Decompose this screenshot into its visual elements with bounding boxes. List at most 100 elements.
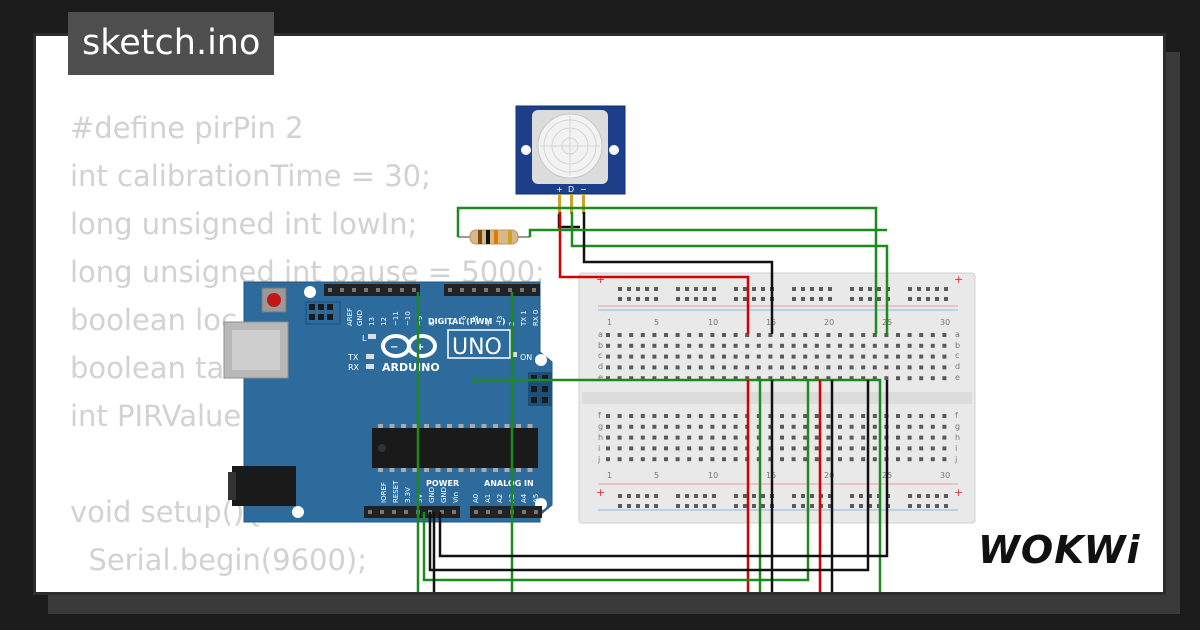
pin-label: A5 bbox=[532, 494, 540, 503]
pin-label: Vin bbox=[452, 492, 460, 503]
row-letter: f bbox=[598, 411, 601, 420]
svg-text:+: + bbox=[416, 342, 424, 353]
mount-hole bbox=[292, 506, 304, 518]
pin-label: A0 bbox=[472, 494, 480, 503]
col-number: 10 bbox=[708, 471, 718, 480]
digital-header-label: DIGITAL (PWM ~) bbox=[428, 317, 506, 326]
led-rx-label: RX bbox=[348, 363, 360, 372]
wire-rail-green bbox=[472, 378, 882, 592]
row-letter: j bbox=[954, 455, 957, 464]
row-letter: a bbox=[955, 330, 960, 339]
pin-label: GND bbox=[356, 310, 364, 326]
led-tx-label: TX bbox=[347, 353, 359, 362]
power-jack bbox=[232, 466, 296, 506]
wokwi-logo: WOKWi bbox=[978, 528, 1141, 572]
row-letter: j bbox=[597, 455, 600, 464]
row-letter: i bbox=[598, 444, 600, 453]
power-header-label: POWER bbox=[426, 479, 459, 488]
row-letter: f bbox=[955, 411, 958, 420]
digital-header-left bbox=[324, 284, 420, 296]
breadboard: + + + + 1 5 10 15 20 25 30 1 5 10 15 20 … bbox=[578, 272, 976, 524]
row-letter: c bbox=[598, 351, 602, 360]
pin-label: IOREF bbox=[380, 482, 388, 503]
pin-label: GND bbox=[428, 487, 436, 503]
col-number: 20 bbox=[824, 318, 834, 327]
row-letter: c bbox=[955, 351, 959, 360]
row-letter: h bbox=[598, 433, 603, 442]
wires bbox=[416, 206, 889, 592]
code-line: pinMode(pirPin, INPUT); bbox=[70, 584, 545, 592]
on-led-label: ON bbox=[520, 353, 532, 362]
code-line: boolean loc bbox=[70, 303, 237, 337]
power-header bbox=[364, 506, 460, 518]
pin-label: 13 bbox=[368, 317, 376, 326]
row-letter: b bbox=[598, 341, 603, 350]
analog-header bbox=[470, 506, 542, 518]
pin-label: TX 1 bbox=[520, 310, 528, 327]
pin-label: 5V bbox=[416, 494, 424, 503]
pin-label: ~6 bbox=[460, 315, 468, 326]
analog-header-label: ANALOG IN bbox=[484, 479, 534, 488]
col-number: 20 bbox=[824, 471, 834, 480]
pin-label: ~3 bbox=[496, 316, 504, 326]
row-letter: i bbox=[955, 444, 957, 453]
pin-label: 8 bbox=[428, 322, 436, 326]
pin-label: A2 bbox=[496, 494, 504, 503]
atmega-chip bbox=[372, 428, 538, 468]
row-letter: a bbox=[598, 330, 603, 339]
pin-label: 12 bbox=[380, 317, 388, 326]
wire-resistor-signal bbox=[528, 228, 887, 237]
arduino-infinity-logo-icon bbox=[381, 334, 437, 358]
pin-label: A4 bbox=[520, 493, 528, 503]
pin-label: GND bbox=[440, 487, 448, 503]
col-number: 1 bbox=[607, 318, 612, 327]
mount-hole bbox=[535, 354, 547, 366]
svg-text:−: − bbox=[390, 342, 398, 353]
wire-pir-gnd bbox=[582, 212, 774, 334]
row-letter: g bbox=[598, 422, 603, 431]
pin-label: AREF bbox=[346, 308, 354, 326]
pir-pin-label: − bbox=[580, 185, 587, 194]
code-line: #define pirPin 2 bbox=[70, 111, 304, 145]
rail-plus-label: + bbox=[954, 273, 963, 286]
code-line: boolean ta bbox=[70, 351, 225, 385]
reset-button-cap bbox=[267, 293, 281, 307]
row-letter: e bbox=[955, 373, 960, 382]
rail-plus-label: + bbox=[596, 273, 605, 286]
code-line: int calibrationTime = 30; bbox=[70, 159, 431, 193]
pin-label: ~10 bbox=[404, 311, 412, 326]
arduino-uno-board: AREF GND 13 12 ~11 ~10 ~9 8 7 ~6 ~5 4 ~3… bbox=[223, 281, 553, 523]
pin-label: RX 0 bbox=[532, 310, 540, 326]
wire-pir-vcc bbox=[558, 212, 750, 334]
code-line: int PIRValue bbox=[70, 399, 242, 433]
pin-label: ~9 bbox=[416, 316, 424, 326]
row-letter: e bbox=[598, 373, 603, 382]
pin-label: RESET bbox=[392, 480, 400, 503]
pir-pin-label: D bbox=[568, 185, 574, 194]
pin-label: 7 bbox=[448, 322, 456, 326]
row-letter: h bbox=[955, 433, 960, 442]
row-letter: b bbox=[955, 341, 960, 350]
code-line: void setup(){ bbox=[70, 495, 263, 529]
wire-5v bbox=[422, 380, 810, 582]
code-line: long unsigned int lowIn; bbox=[70, 207, 418, 241]
mount-hole bbox=[304, 286, 316, 298]
pir-sensor: + D − bbox=[515, 105, 626, 214]
pin-label: ~11 bbox=[392, 311, 400, 326]
col-number: 30 bbox=[940, 471, 950, 480]
digital-header-right bbox=[444, 284, 540, 296]
chip-pins bbox=[378, 424, 533, 472]
col-number: 5 bbox=[654, 471, 659, 480]
wire-resistor-loop bbox=[456, 206, 878, 334]
pin-label: ~5 bbox=[472, 316, 480, 326]
row-letter: d bbox=[955, 362, 960, 371]
rail-plus-label: + bbox=[954, 486, 963, 499]
wire-gnd-3 bbox=[428, 380, 870, 572]
col-number: 30 bbox=[940, 318, 950, 327]
led-l-label: L bbox=[362, 334, 367, 343]
rail-plus-label: + bbox=[596, 486, 605, 499]
pin-label: A1 bbox=[484, 494, 492, 503]
sketch-filename-tag: sketch.ino bbox=[68, 12, 275, 75]
pir-pin-label: + bbox=[556, 185, 563, 194]
